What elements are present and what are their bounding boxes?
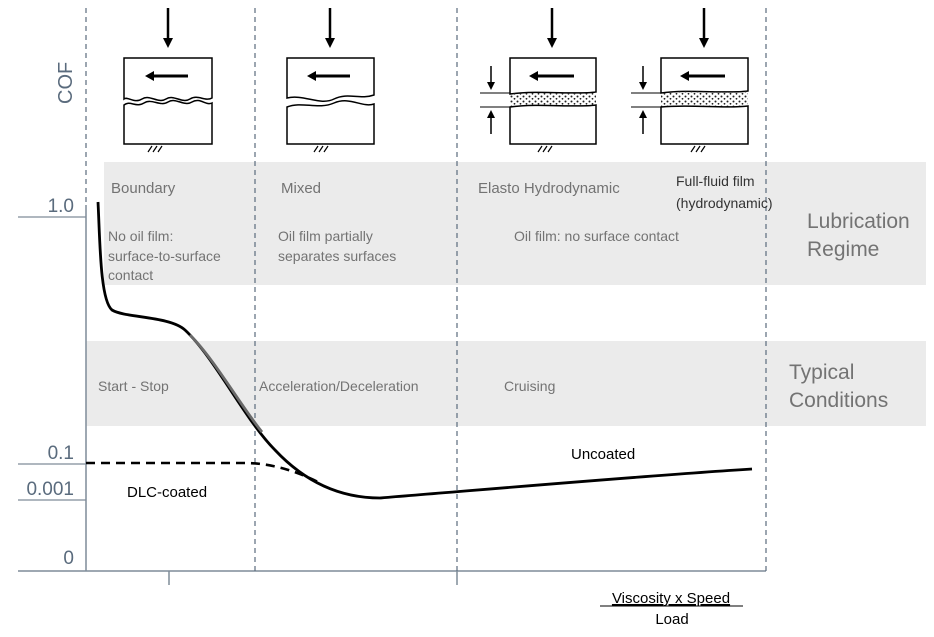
y-tick-label: 1.0: [48, 196, 74, 217]
regime-description-line: separates surfaces: [278, 248, 396, 264]
regime-name-full-fluid: Full-fluid film: [676, 173, 755, 189]
condition-acceleration: Acceleration/Deceleration: [259, 378, 419, 394]
regime-description-line: Oil film: no surface contact: [514, 228, 679, 244]
lubrication-regime-label: Lubrication: [807, 210, 910, 233]
x-axis-title-numerator: Viscosity x Speed: [612, 590, 730, 607]
condition-cruising: Cruising: [504, 378, 555, 394]
full-fluid-film-illustration: [631, 8, 749, 153]
dlc-coated-label: DLC-coated: [127, 484, 207, 501]
y-tick-label: 0.001: [26, 479, 74, 500]
typical-conditions-label: Typical: [789, 361, 854, 384]
regime-name-full-fluid-line2: (hydrodynamic): [676, 195, 772, 211]
regime-description-line: contact: [108, 267, 153, 283]
regime-description-line: Oil film partially: [278, 228, 373, 244]
y-tick-label: 0: [63, 548, 74, 569]
regime-name-boundary: Boundary: [111, 180, 176, 197]
uncoated-label: Uncoated: [571, 446, 635, 463]
regime-description-line: No oil film:: [108, 228, 173, 244]
dlc-coated-curve: [86, 461, 319, 484]
mixed-contact-illustration: [286, 8, 375, 153]
boundary-contact-illustration: [123, 8, 213, 153]
lubrication-regime-band: [104, 162, 926, 285]
regime-name-ehd: Elasto Hydrodynamic: [478, 180, 620, 197]
uncoated-curve: [96, 201, 753, 500]
x-axis-title-denominator: Load: [655, 611, 688, 628]
condition-start-stop: Start - Stop: [98, 378, 169, 394]
regime-description-line: surface-to-surface: [108, 248, 221, 264]
regime-name-mixed: Mixed: [281, 180, 321, 197]
y-axis-title: COF: [55, 62, 77, 104]
uncoated-curve-transition: [189, 334, 264, 433]
typical-conditions-label: Conditions: [789, 389, 888, 412]
y-tick-label: 0.1: [48, 443, 74, 464]
elasto-hydrodynamic-illustration: [480, 8, 597, 153]
lubrication-regime-label: Regime: [807, 238, 879, 261]
